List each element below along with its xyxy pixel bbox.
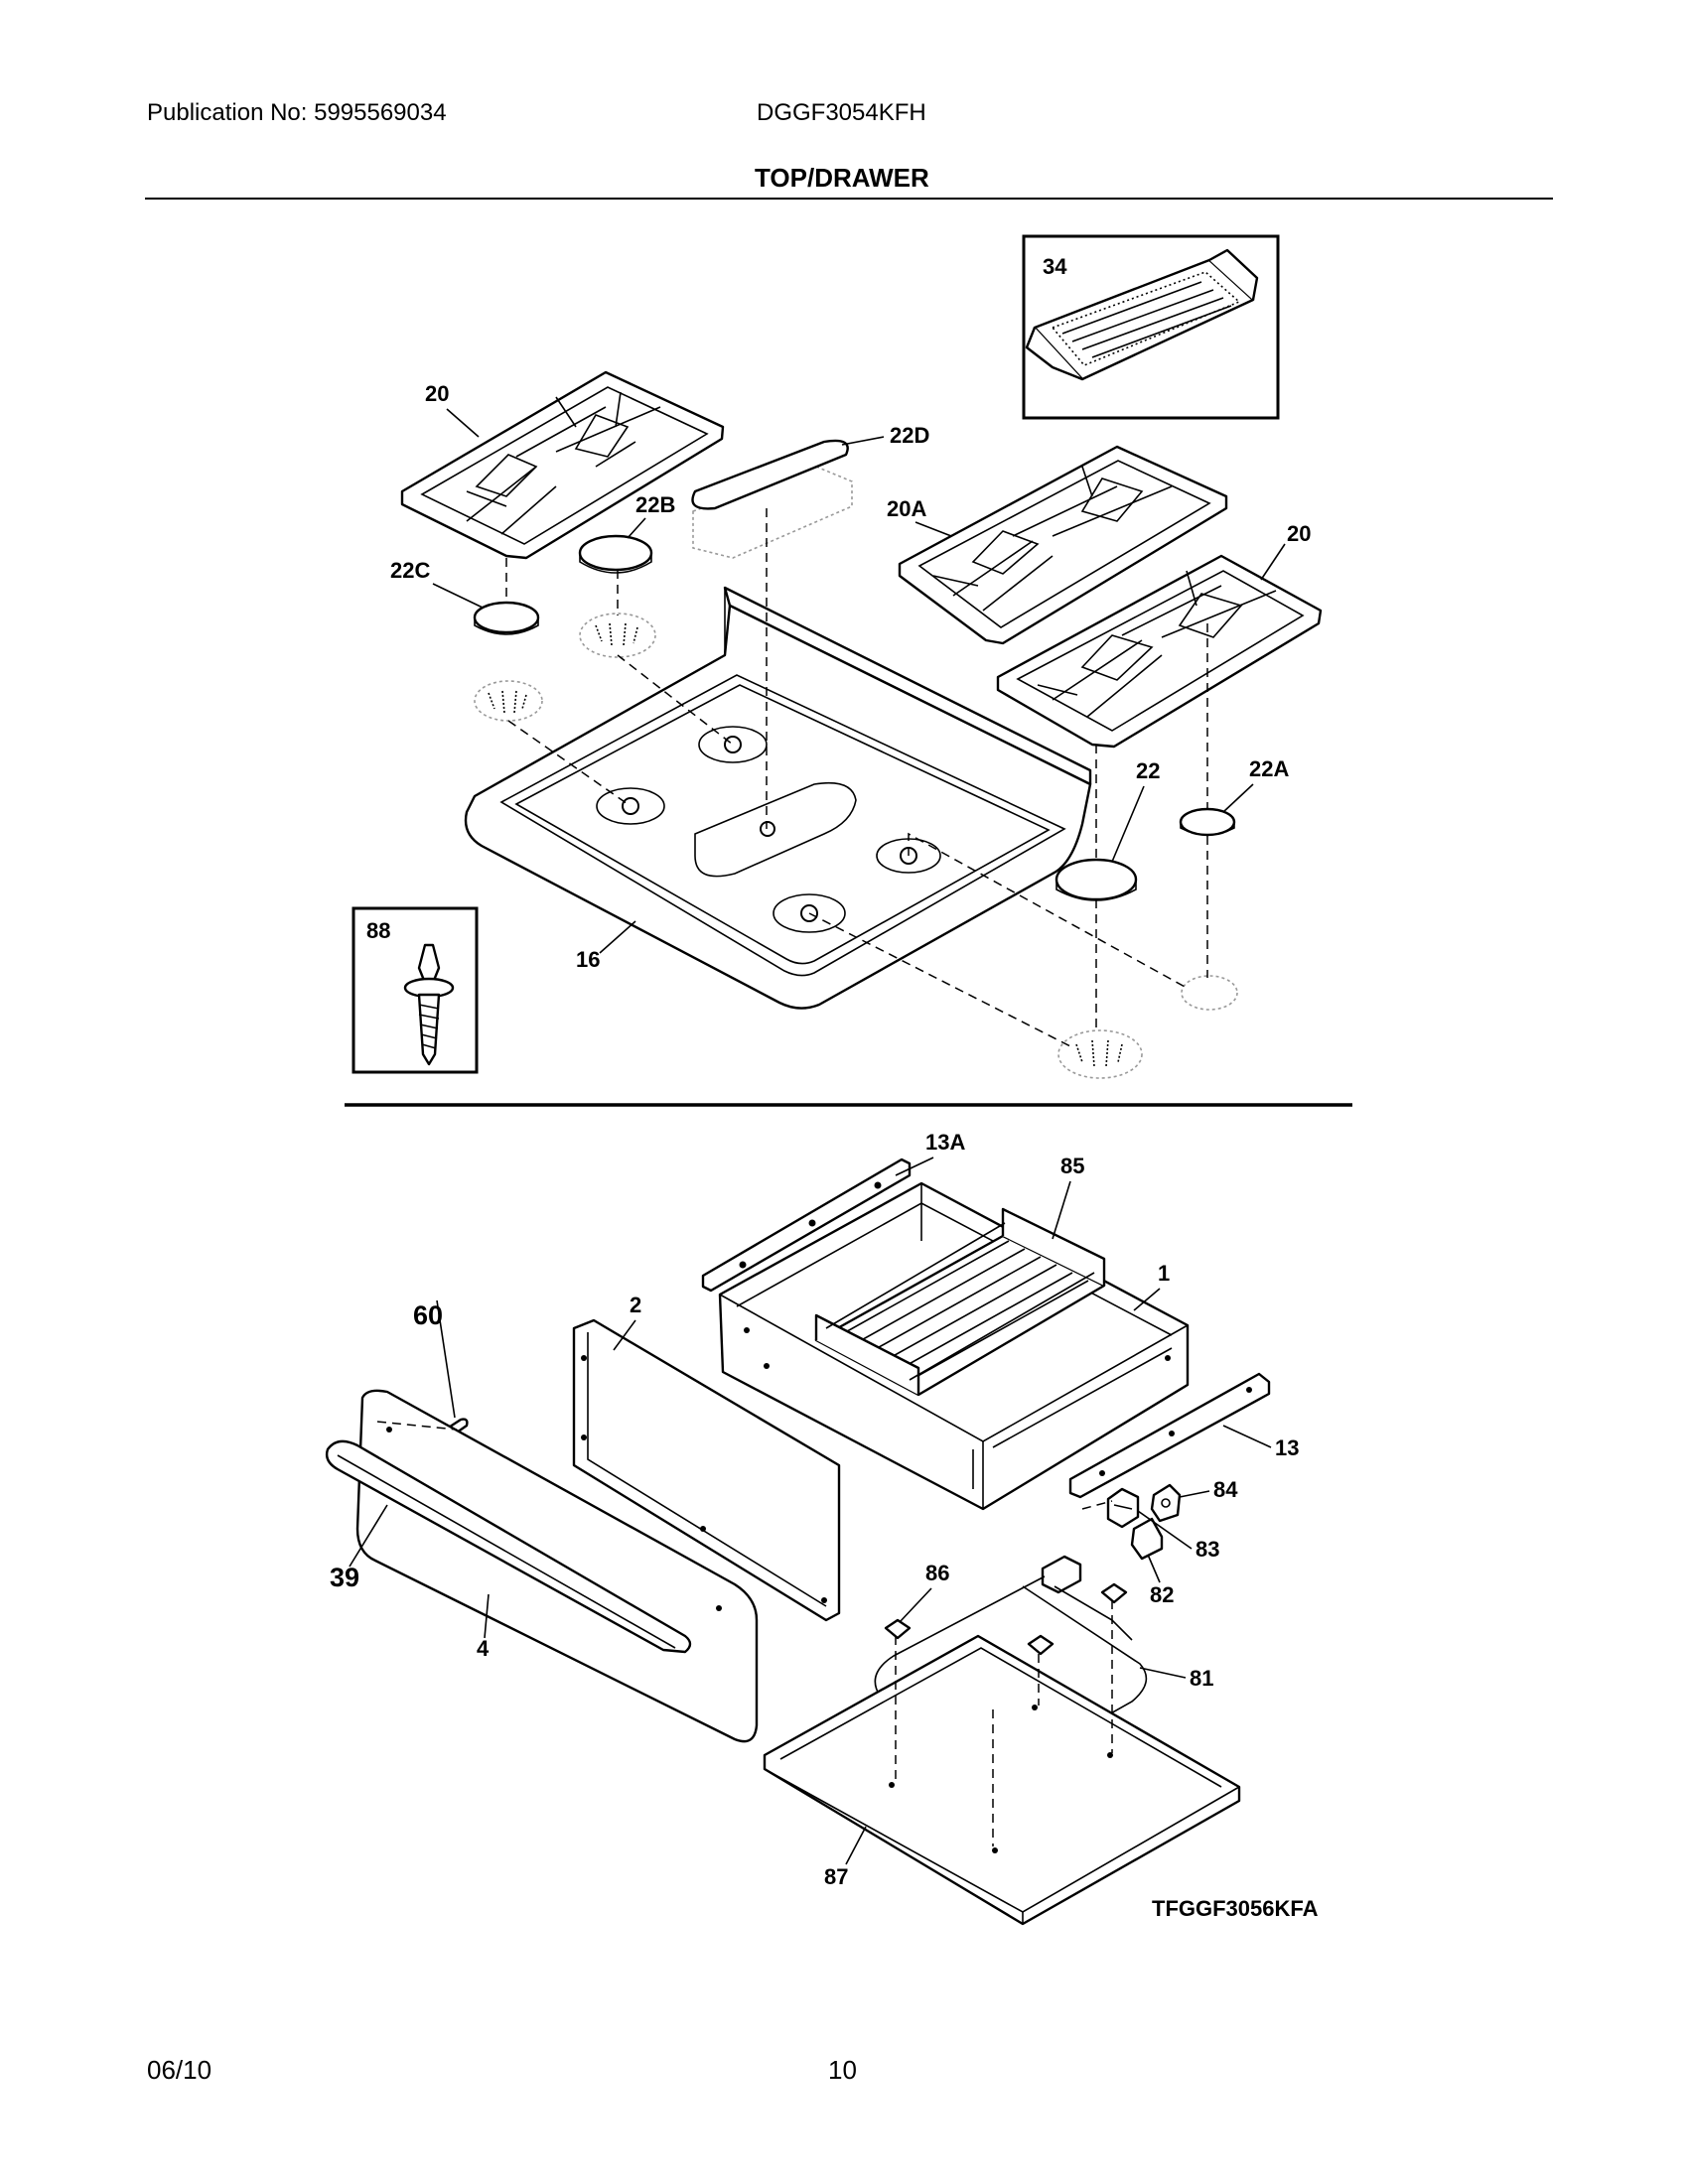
label-1: 1 <box>1158 1261 1170 1286</box>
screw-inset: 88 <box>352 906 479 1074</box>
label-60: 60 <box>413 1300 443 1330</box>
label-13: 13 <box>1275 1435 1299 1460</box>
cap-22C <box>473 601 540 635</box>
griddle-icon <box>1025 248 1259 381</box>
burner-head-left-front <box>474 680 543 722</box>
grate-20-right <box>996 554 1323 749</box>
label-82: 82 <box>1150 1582 1174 1607</box>
publication-number: Publication No: 5995569034 <box>147 99 447 126</box>
cap-22 <box>1055 858 1138 901</box>
cap-22B <box>578 534 653 574</box>
label-39: 39 <box>330 1563 359 1592</box>
label-34: 34 <box>1043 254 1067 279</box>
grate-20A <box>898 445 1228 645</box>
rail-13A <box>701 1158 912 1293</box>
cooktop-16 <box>464 586 1092 1010</box>
bracket-83 <box>1106 1487 1140 1529</box>
label-4: 4 <box>477 1636 490 1661</box>
cap-22A <box>1179 807 1236 837</box>
label-22D: 22D <box>890 423 929 448</box>
griddle-inset: 34 <box>1022 234 1280 420</box>
section-title: TOP/DRAWER <box>755 163 929 193</box>
label-85: 85 <box>1060 1154 1084 1178</box>
bracket-84 <box>1150 1483 1182 1523</box>
burner-head-left-rear <box>579 613 656 658</box>
label-81: 81 <box>1190 1666 1213 1691</box>
handle-39 <box>325 1439 692 1654</box>
label-88: 88 <box>366 918 390 943</box>
footer-date: 06/10 <box>147 2055 212 2085</box>
grate-20-left <box>400 370 725 560</box>
screw-icon <box>403 943 455 1066</box>
label-83: 83 <box>1196 1537 1219 1562</box>
label-16: 16 <box>576 947 600 972</box>
label-22B: 22B <box>635 492 675 517</box>
label-22: 22 <box>1136 758 1160 783</box>
rack-85 <box>814 1207 1106 1397</box>
label-22C: 22C <box>390 558 430 583</box>
label-20-left: 20 <box>425 381 449 406</box>
label-87: 87 <box>824 1864 848 1889</box>
slide-13 <box>1068 1372 1271 1499</box>
label-2: 2 <box>630 1293 641 1317</box>
cap-22D <box>691 439 853 559</box>
label-86: 86 <box>925 1561 949 1585</box>
burner-head-right-rear <box>1181 975 1238 1011</box>
label-84: 84 <box>1213 1477 1238 1502</box>
inner-panel-2 <box>572 1318 841 1622</box>
label-13A: 13A <box>925 1130 965 1155</box>
page-number: 10 <box>828 2055 857 2085</box>
burner-head-right-front <box>1057 1029 1143 1079</box>
label-20-right: 20 <box>1287 521 1311 546</box>
header-rule <box>145 198 1553 200</box>
bracket-82 <box>1130 1517 1164 1561</box>
label-22A: 22A <box>1249 756 1289 781</box>
label-20A: 20A <box>887 496 926 521</box>
tray-87 <box>763 1634 1241 1926</box>
model-number: DGGF3054KFH <box>757 99 926 126</box>
diagram-code: TFGGF3056KFA <box>1152 1896 1319 1921</box>
